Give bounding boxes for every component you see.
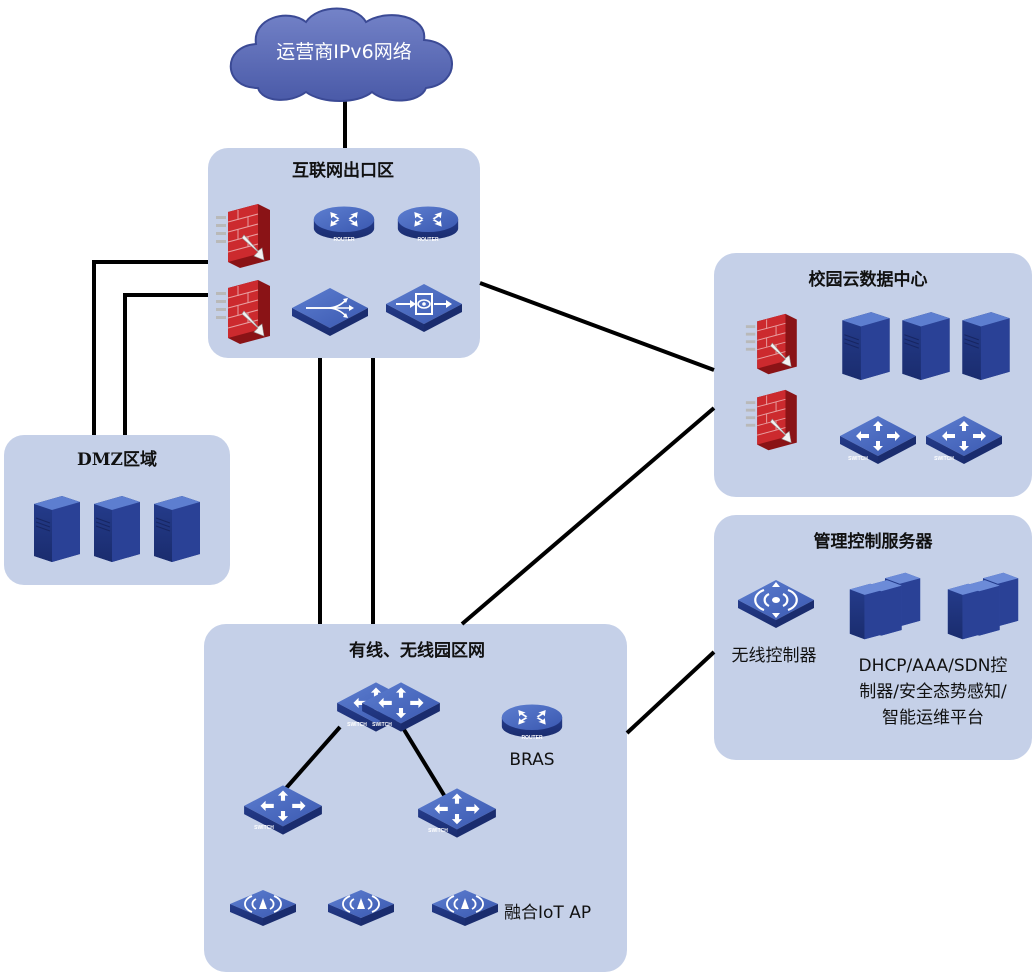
server-icon <box>961 311 1011 381</box>
switch-tag: SWITCH <box>372 722 392 728</box>
server-icon <box>153 495 201 563</box>
router-icon <box>397 206 459 240</box>
router-tag: ROUTER <box>521 735 543 741</box>
server-icon <box>93 495 141 563</box>
link-campus-to-management <box>625 650 716 735</box>
server-icon <box>901 311 951 381</box>
controllers-label-line-3: 智能运维平台 <box>882 708 984 728</box>
router-tag: ROUTER <box>417 237 439 243</box>
cloud-icon <box>229 7 453 102</box>
link-exit-to-dc <box>479 281 715 372</box>
switch-tag: SWITCH <box>347 722 367 728</box>
link-core-to-access-left <box>278 725 342 797</box>
server-icon <box>841 311 891 381</box>
router-tag: ROUTER <box>333 237 355 243</box>
dmz-title: DMZ区域 <box>77 449 157 470</box>
management-servers-title: 管理控制服务器 <box>814 531 934 552</box>
server-icon <box>33 495 81 563</box>
campus-cloud-dc-title: 校园云数据中心 <box>809 269 928 290</box>
ap-label: 融合IoT AP <box>504 903 591 923</box>
internet-exit-title: 互联网出口区 <box>292 160 394 181</box>
bras-label: BRAS <box>509 750 554 770</box>
link-campus-to-dc <box>460 406 716 626</box>
link-exit-to-dmz-1 <box>92 260 208 435</box>
link-exit-to-dmz-2 <box>123 293 208 435</box>
switch-tag: SWITCH <box>848 456 868 462</box>
wireless-controller-label: 无线控制器 <box>732 646 817 666</box>
zone-management-servers <box>714 515 1032 760</box>
switch-tag: SWITCH <box>934 456 954 462</box>
link-core-to-access-right <box>401 726 449 802</box>
router-icon <box>313 206 375 240</box>
router-icon <box>501 704 563 738</box>
campus-network-title: 有线、无线园区网 <box>349 640 485 661</box>
controllers-label-line-1: DHCP/AAA/SDN控 <box>859 656 1008 676</box>
links <box>92 88 716 802</box>
switch-tag: SWITCH <box>254 825 274 831</box>
switch-tag: SWITCH <box>428 828 448 834</box>
controllers-label-line-2: 制器/安全态势感知/ <box>859 682 1007 702</box>
cloud-label: 运营商IPv6网络 <box>276 41 411 63</box>
